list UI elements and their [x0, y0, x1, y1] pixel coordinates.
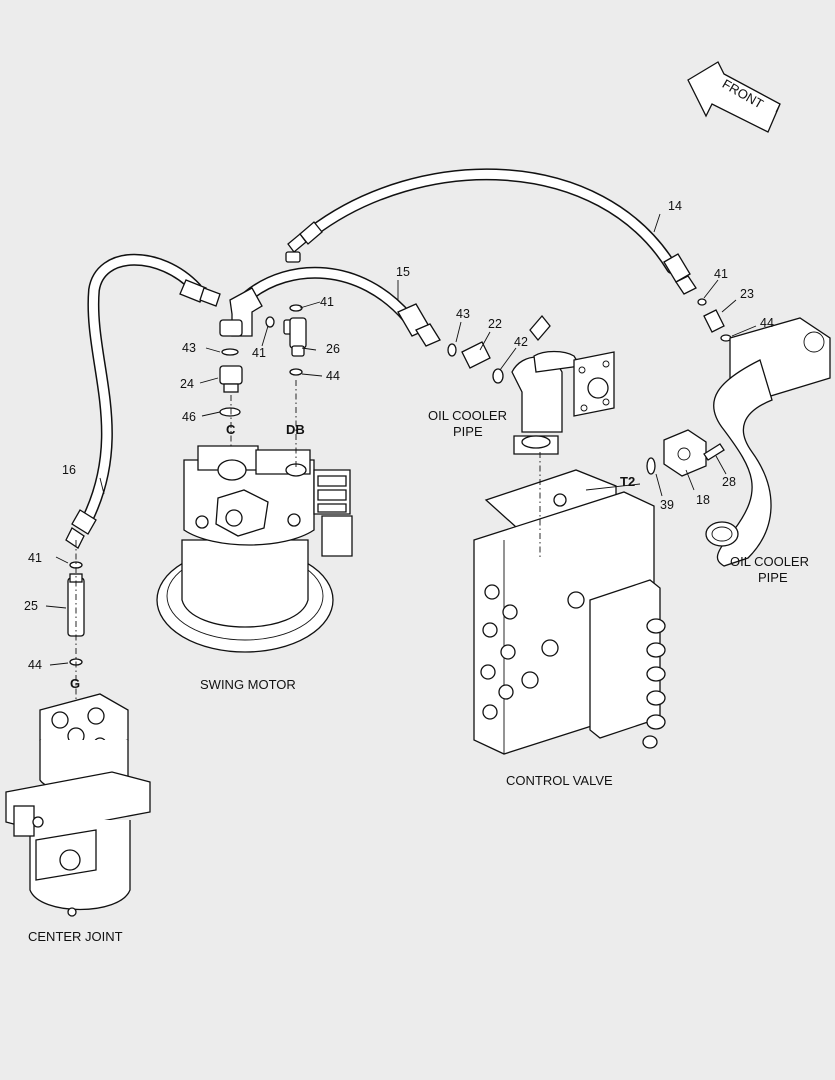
port-g: G [70, 676, 80, 691]
callout-44-mid: 44 [326, 369, 340, 383]
callout-44-right: 44 [760, 316, 774, 330]
callout-22: 22 [488, 317, 502, 331]
callout-41-mid: 41 [252, 346, 266, 360]
oil-cooler-pipe-label-1a: OIL COOLER [428, 408, 507, 423]
hose-16 [65, 253, 221, 549]
port-c: C [226, 422, 236, 437]
callout-23: 23 [740, 287, 754, 301]
adapter-25 [67, 540, 85, 700]
callout-28: 28 [722, 475, 736, 489]
control-valve-label: CONTROL VALVE [506, 773, 613, 788]
callout-18: 18 [696, 493, 710, 507]
hose-15 [242, 266, 441, 347]
callout-41-right: 41 [714, 267, 728, 281]
control-valve [473, 452, 666, 755]
fitting-24-stack [219, 348, 243, 460]
callout-25: 25 [24, 599, 38, 613]
callout-44-left: 44 [28, 658, 42, 672]
oil-cooler-pipe-center [511, 314, 615, 455]
oil-cooler-pipe-label-1b: PIPE [453, 424, 483, 439]
swing-motor-label: SWING MOTOR [200, 677, 296, 692]
labels: 14 15 16 41 43 41 26 24 44 46 C DB 41 25… [24, 199, 809, 944]
oil-cooler-pipe-label-2a: OIL COOLER [730, 554, 809, 569]
fitting-22-stack [447, 341, 504, 384]
callout-42: 42 [514, 335, 528, 349]
flange-18 [646, 429, 725, 477]
callout-24: 24 [180, 377, 194, 391]
callout-14: 14 [668, 199, 682, 213]
port-t2: T2 [620, 474, 635, 489]
hose-14 [285, 168, 697, 295]
center-joint [5, 693, 151, 917]
oil-cooler-pipe-label-2b: PIPE [758, 570, 788, 585]
center-joint-label: CENTER JOINT [28, 929, 123, 944]
leader-lines [45, 213, 757, 666]
callout-16: 16 [62, 463, 76, 477]
callout-26: 26 [326, 342, 340, 356]
swing-motor [156, 380, 353, 653]
oil-cooler-pipe-right [705, 317, 831, 567]
spool-caps [642, 618, 666, 749]
front-direction-arrow: FRONT [687, 61, 781, 133]
callout-41-left: 41 [28, 551, 42, 565]
callout-46: 46 [182, 410, 196, 424]
callout-41-top: 41 [320, 295, 334, 309]
callout-15: 15 [396, 265, 410, 279]
valve-ports [480, 493, 585, 720]
callout-43-right: 43 [456, 307, 470, 321]
elbow-fitting [219, 287, 275, 337]
tee-fitting-26 [283, 304, 307, 376]
fitting-23-stack [697, 298, 732, 342]
port-db: DB [286, 422, 305, 437]
callout-39: 39 [660, 498, 674, 512]
callout-43-left: 43 [182, 341, 196, 355]
